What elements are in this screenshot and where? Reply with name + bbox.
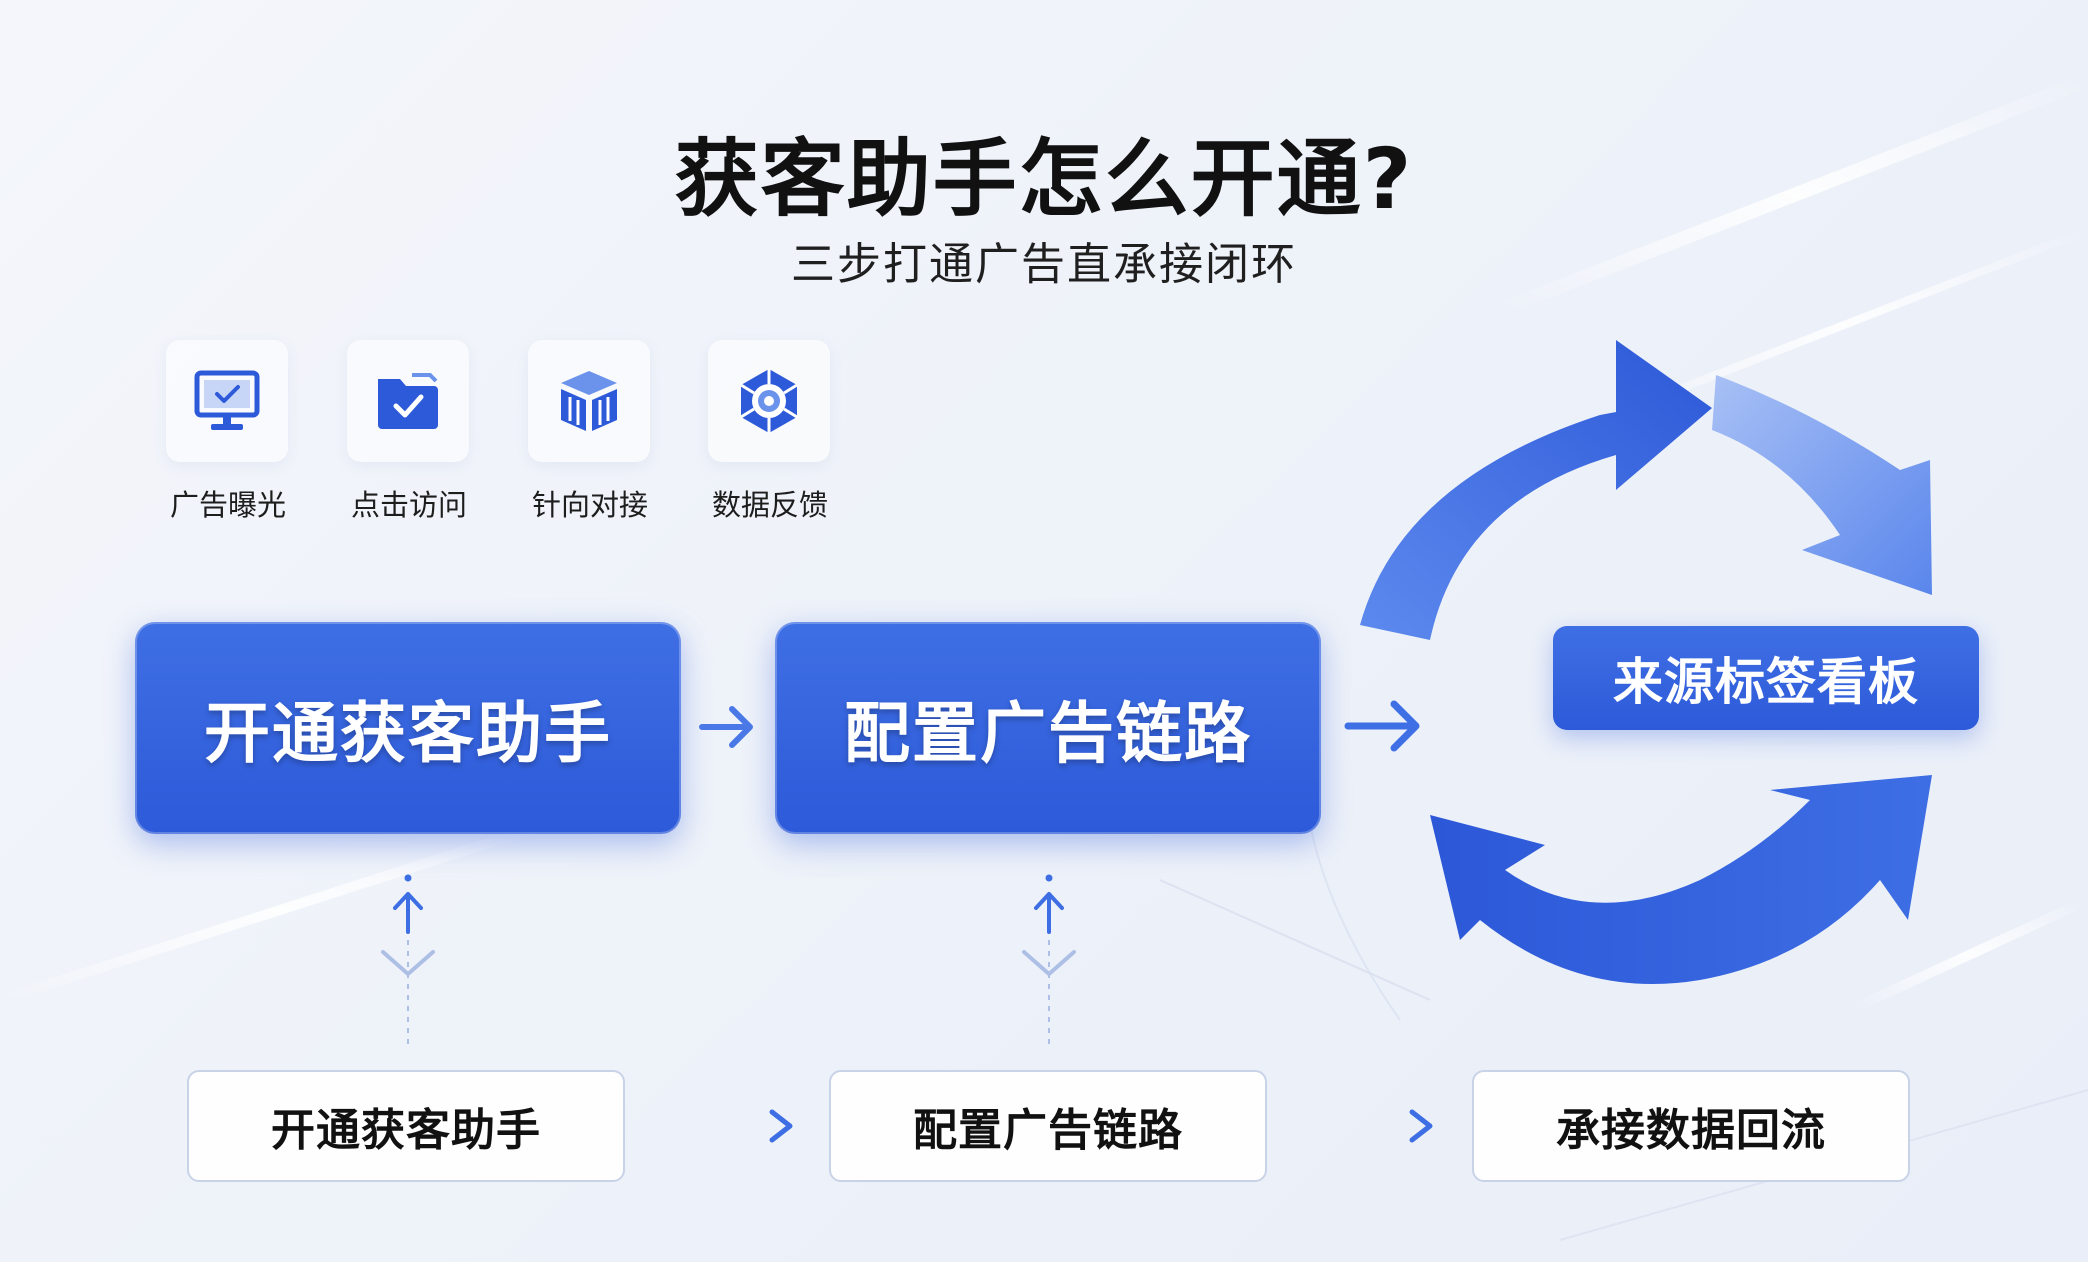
bottom-step-data-return: 承接数据回流	[1472, 1070, 1910, 1182]
icon-label: 点击访问	[350, 488, 467, 522]
icon-item-click-visit: 点击访问	[347, 340, 471, 522]
icon-label: 广告曝光	[169, 488, 286, 522]
icon-label: 数据反馈	[711, 488, 828, 522]
arrow-right-icon	[1344, 700, 1420, 752]
page-subtitle: 三步打通广告直承接闭环	[791, 239, 1297, 290]
icon-item-ad-exposure: 广告曝光	[166, 340, 290, 522]
bottom-edge	[0, 1262, 2088, 1280]
arrow-right-icon	[699, 706, 753, 748]
folder-check-icon	[378, 373, 438, 429]
target-hexagon-icon	[740, 369, 798, 433]
bottom-step-configure-ad-link: 配置广告链路	[829, 1070, 1267, 1182]
dashboard-source-tags: 来源标签看板	[1553, 626, 1979, 730]
page-title: 获客助手怎么开通?	[674, 130, 1414, 228]
icon-item-docking: 针向对接	[528, 340, 652, 522]
icon-label: 针向对接	[531, 488, 648, 522]
main-step-configure-ad-link: 配置广告链路	[775, 622, 1321, 834]
cycle-arrows-icon	[1360, 340, 1932, 984]
cube-icon	[561, 371, 617, 431]
vertical-connector	[381, 874, 435, 1050]
arrow-right-icon	[1307, 1109, 1433, 1143]
monitor-check-icon	[194, 370, 260, 430]
bottom-step-open-assistant: 开通获客助手	[187, 1070, 625, 1182]
icon-item-data-feedback: 数据反馈	[708, 340, 832, 522]
arrow-right-icon	[667, 1109, 793, 1143]
main-step-open-assistant: 开通获客助手	[135, 622, 681, 834]
vertical-connector	[1022, 874, 1076, 1050]
